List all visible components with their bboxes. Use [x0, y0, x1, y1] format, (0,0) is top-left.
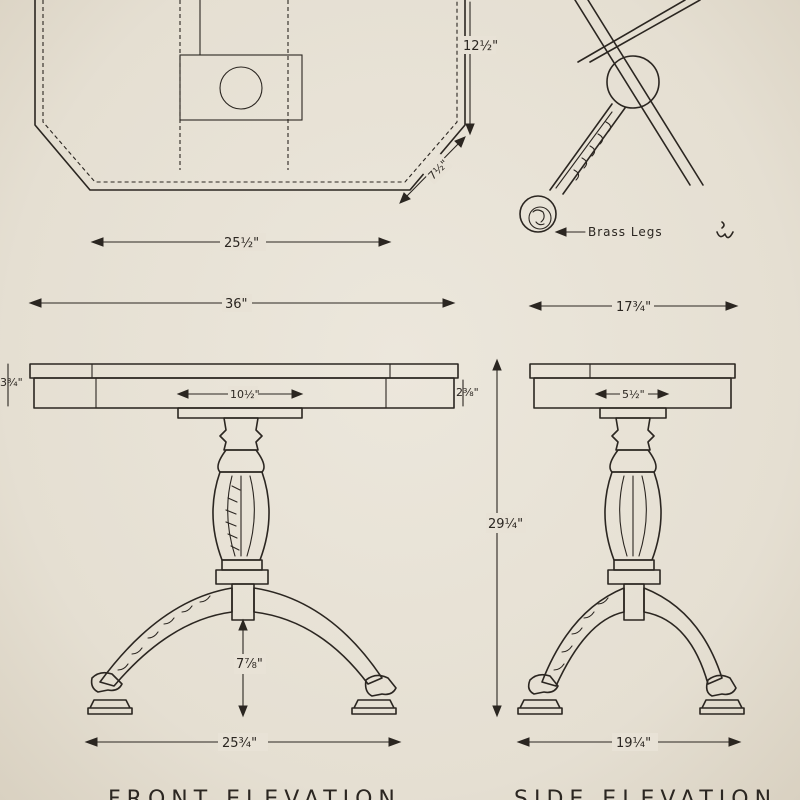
brass-claw: [532, 209, 545, 226]
front-vase-leaf: [225, 485, 241, 551]
dim-leg-label: 7⅞": [236, 657, 263, 672]
front-base-block: [231, 583, 255, 621]
front-left-leg: [99, 587, 233, 687]
side-elevation: 5½" 19¼": [516, 363, 745, 751]
front-elevation: 10½" 3¾" 2⅜" 7⅞" 25¾": [0, 363, 479, 751]
side-left-leg: [541, 587, 625, 687]
side-base-block: [623, 583, 645, 621]
dim-top-width-arrow-r: [378, 237, 392, 247]
leg-shaft: [549, 103, 626, 195]
plan-outer-outline: [34, 0, 466, 191]
dim-side-top-label: 17¾": [616, 300, 651, 315]
dim-overall-length-arrow-r: [442, 298, 456, 308]
dim-front-base-label: 25¾": [222, 736, 257, 751]
dim-apron-left-label: 3¾": [0, 376, 23, 389]
dim-side-base-label: 19¼": [616, 736, 651, 751]
side-left-leg-carving: [553, 597, 609, 671]
plan-pedestal-block: [179, 54, 303, 121]
claw-sketch: [716, 221, 734, 239]
side-left-foot: [517, 699, 563, 715]
dim-depth-label: 12½": [463, 39, 498, 54]
plan-view: 12½" 7½" 25½" 36": [28, 0, 498, 312]
side-vase-ring: [613, 559, 655, 571]
brass-foot-outer: [519, 195, 557, 233]
dim-corner-arrow-a: [399, 192, 411, 204]
front-base-collar: [215, 569, 269, 585]
brass-leader-arrow: [554, 227, 567, 237]
dim-apron-right-label: 2⅜": [456, 386, 479, 399]
dim-side-top-arrow-l: [528, 301, 542, 311]
side-elevation-title: SIDE ELEVATION: [514, 787, 777, 800]
dim-side-top-arrow-r: [725, 301, 739, 311]
side-right-leg: [643, 587, 723, 685]
brass-legs-note: Brass Legs: [588, 225, 663, 239]
front-elevation-title: FRONT ELEVATION: [108, 787, 401, 800]
overall-height-dim: 29¼": [486, 358, 526, 718]
front-right-leg: [253, 587, 383, 685]
cross-brace-b2: [589, 0, 701, 63]
dim-top-width-label: 25½": [224, 236, 259, 251]
front-pedestal-cap: [177, 407, 303, 419]
front-vase-flutes: [227, 475, 255, 557]
side-base-collar: [607, 569, 661, 585]
side-collar: [611, 417, 655, 451]
side-pedestal-cap: [599, 407, 667, 419]
cross-brace-a2: [587, 0, 704, 186]
leg-detail: Brass Legs 17¾": [519, 0, 739, 315]
dim-height-label: 29¼": [488, 517, 523, 532]
side-left-claw: [527, 673, 559, 695]
front-upper-knop: [217, 449, 265, 473]
leg-carving: [555, 111, 613, 189]
front-vase-ring: [221, 559, 263, 571]
front-tabletop: [29, 363, 459, 379]
side-tabletop: [529, 363, 736, 379]
brass-foot-inner: [528, 206, 552, 230]
front-left-foot: [87, 699, 133, 715]
cross-brace-a: [574, 0, 691, 186]
dim-depth-arrow: [465, 123, 475, 136]
cross-brace-b: [577, 0, 686, 63]
side-right-foot: [699, 699, 745, 715]
side-upper-knop: [609, 449, 657, 473]
leg-hub: [606, 55, 660, 109]
dim-overall-length-arrow-l: [28, 298, 42, 308]
side-right-claw: [705, 674, 737, 697]
front-collar: [219, 417, 263, 451]
plan-inner-outline: [42, 0, 458, 183]
front-left-claw: [90, 671, 123, 693]
front-left-leg-carving: [117, 595, 211, 671]
dim-side-drawer-label: 5½": [622, 388, 645, 401]
side-vase-flutes: [619, 475, 647, 557]
dim-overall-length-label: 36": [225, 297, 248, 312]
front-right-foot: [351, 699, 397, 715]
plan-pedestal-circle: [219, 66, 263, 110]
dim-top-width-arrow-l: [90, 237, 104, 247]
dim-corner-arrow-b: [454, 136, 466, 148]
dim-drawer-label: 10½": [230, 388, 260, 401]
front-right-claw: [364, 674, 397, 697]
